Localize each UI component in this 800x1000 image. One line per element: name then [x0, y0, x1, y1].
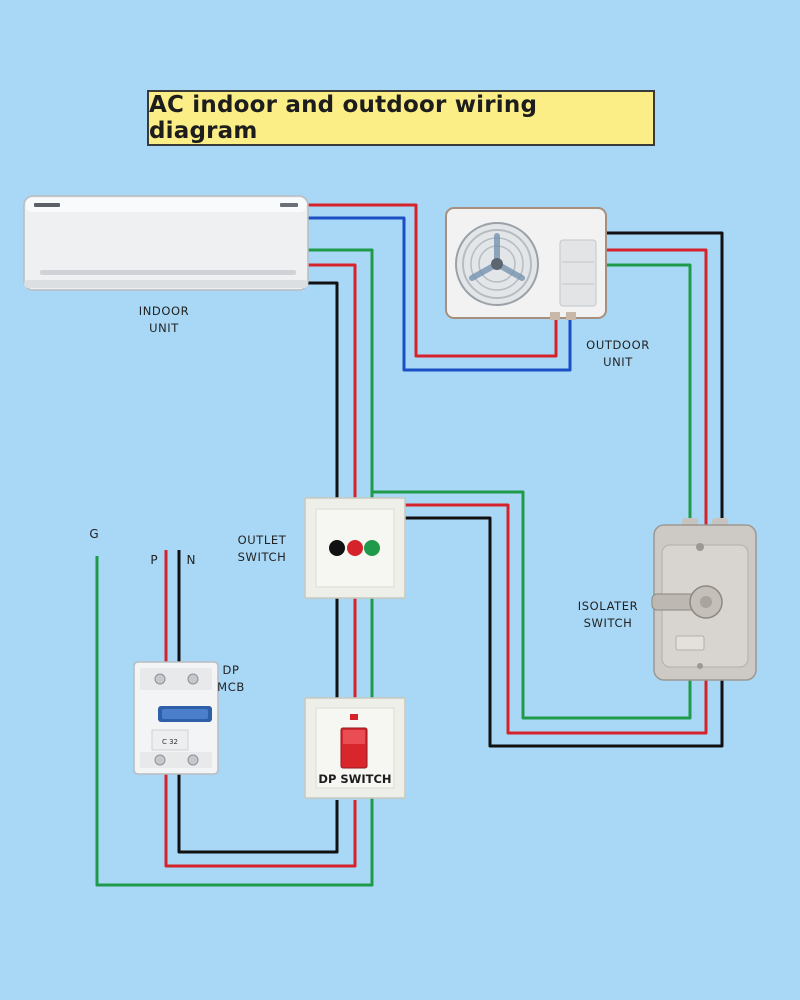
dp-mcb: C 32	[133, 661, 219, 775]
wire-isolater-outdoor-green	[606, 263, 692, 525]
outlet-terminal-green	[364, 540, 380, 556]
neutral-label: N	[187, 553, 196, 567]
isolater-switch	[651, 518, 757, 681]
indoor-unit	[23, 195, 309, 291]
outlet-switch	[304, 497, 406, 599]
wire-isolater-outdoor-red	[606, 248, 708, 525]
diagram-title: AC indoor and outdoor wiring diagram	[149, 92, 538, 144]
wire-indoor-black	[306, 281, 339, 700]
phase-label: P	[150, 553, 157, 567]
wire-indoor-red	[306, 263, 357, 700]
title-banner: AC indoor and outdoor wiring diagram	[147, 90, 655, 146]
outlet-terminal-red	[347, 540, 363, 556]
outlet-switch-label: OUTLET SWITCH	[237, 533, 287, 564]
isolater-switch-label: ISOLATER SWITCH	[577, 599, 639, 630]
indoor-unit-label: INDOOR UNIT	[138, 304, 190, 335]
wire-isolater-outdoor-black	[606, 231, 724, 525]
outdoor-unit	[445, 207, 607, 320]
wire-mcb-black-out	[177, 772, 339, 854]
wire-outlet-red-isolater	[355, 503, 708, 735]
wire-indoor-outdoor-red	[306, 203, 558, 358]
dp-mcb-label: DP MCB	[217, 663, 245, 694]
mcb-rating: C 32	[162, 738, 178, 746]
wire-outlet-green-isolater	[372, 490, 692, 720]
wire-outlet-black-isolater	[337, 516, 724, 748]
dp-switch: DP SWITCH	[304, 697, 406, 799]
wire-indoor-green	[306, 248, 374, 548]
outlet-terminal-black	[329, 540, 345, 556]
dp-switch-label: DP SWITCH	[318, 772, 391, 786]
wire-indoor-outdoor-blue	[306, 216, 572, 372]
wire-mcb-red-out	[164, 772, 357, 868]
outdoor-unit-label: OUTDOOR UNIT	[586, 338, 650, 369]
ground-label: G	[89, 527, 98, 541]
